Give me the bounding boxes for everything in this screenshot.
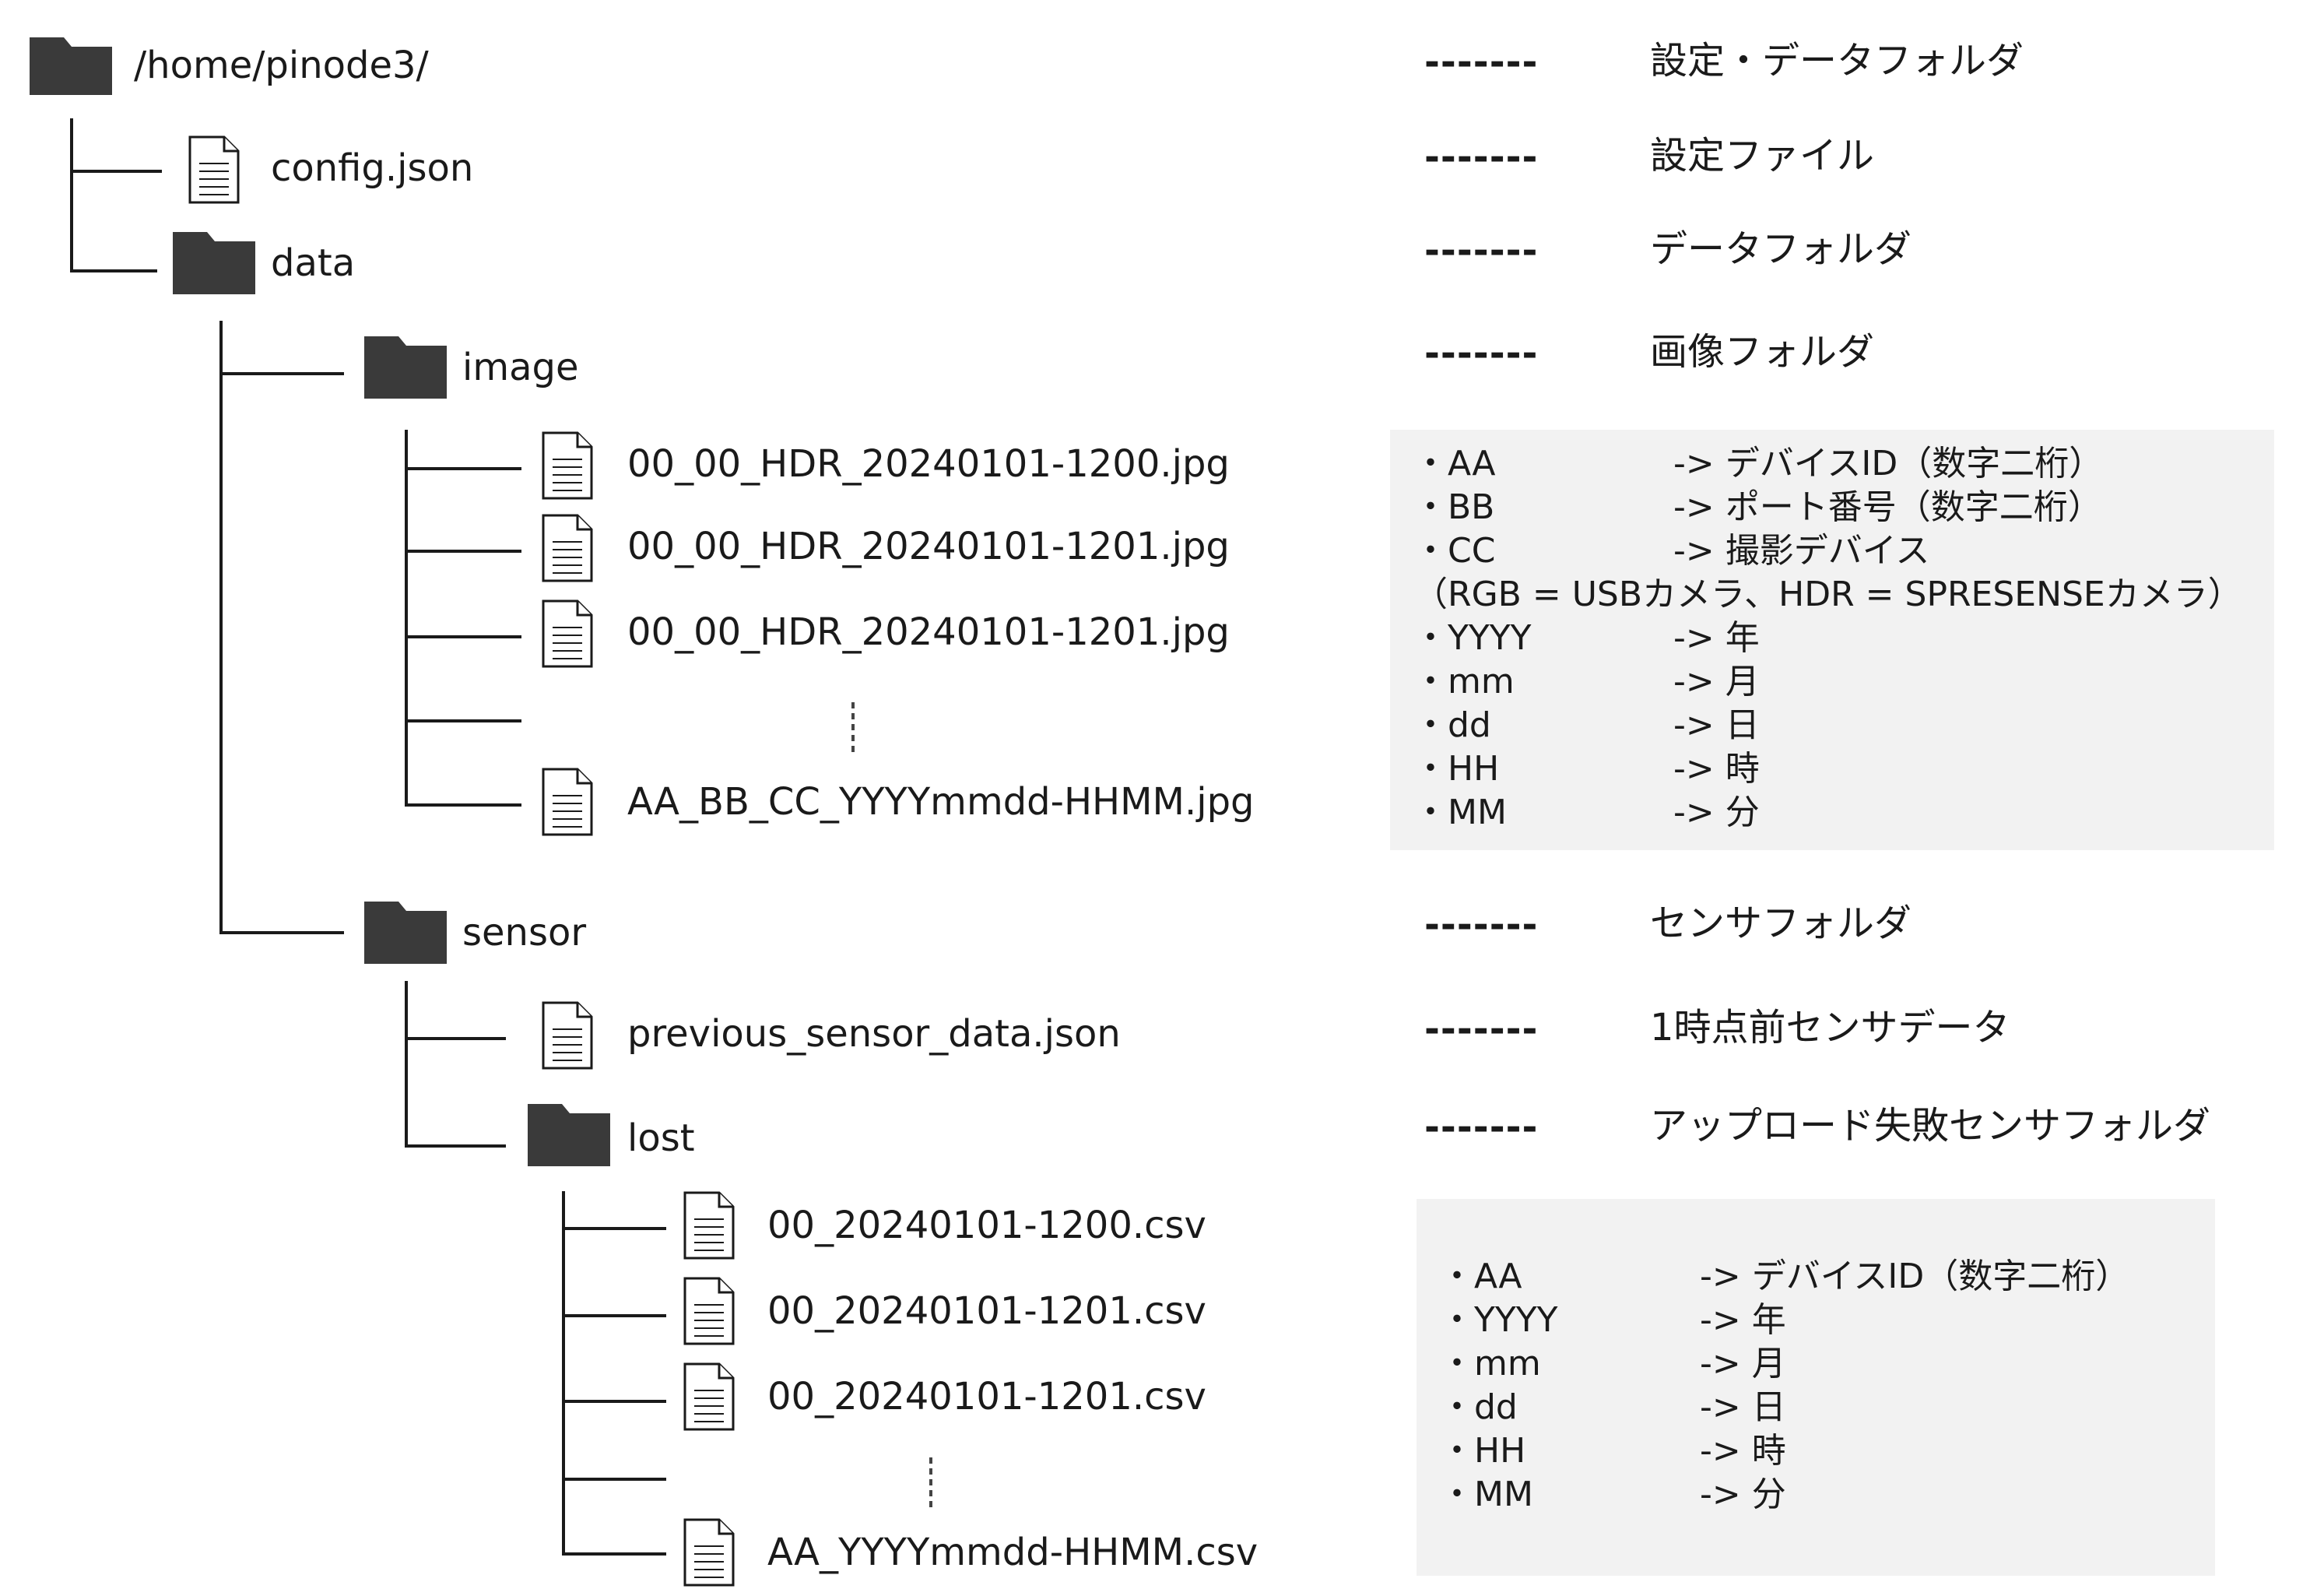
lost-filename-legend <box>1417 1199 2215 1576</box>
image-description: 画像フォルダ <box>1650 330 1875 374</box>
separator: ------- <box>1424 1007 1539 1051</box>
legend-value: -> 時 <box>1673 749 1760 789</box>
legend-key: ・AA <box>1413 444 1496 483</box>
image-filename-legend <box>1390 430 2274 850</box>
legend-value: -> 分 <box>1700 1475 1786 1514</box>
sensor-description: センサフォルダ <box>1650 902 1912 945</box>
connector-lost <box>562 1191 666 1556</box>
legend-note: （RGB = USBカメラ、HDR = SPRESENSEカメラ） <box>1413 575 2242 614</box>
file-icon <box>542 431 593 500</box>
legend-value: -> 時 <box>1700 1431 1786 1471</box>
legend-key: ・mm <box>1413 662 1515 701</box>
legend-key: ・HH <box>1440 1431 1526 1471</box>
lost-file-label: 00_20240101-1201.csv <box>767 1375 1206 1418</box>
legend-value: -> 日 <box>1673 705 1760 745</box>
legend-value: -> デバイスID（数字二桁） <box>1700 1257 2130 1296</box>
separator: ------- <box>1424 1106 1539 1149</box>
folder-icon <box>364 336 447 399</box>
image-file-label: 00_00_HDR_20240101-1201.jpg <box>627 610 1230 654</box>
legend-key: ・YYYY <box>1413 618 1532 658</box>
legend-key: ・HH <box>1413 749 1500 789</box>
separator: ------- <box>1424 40 1539 84</box>
legend-value: -> ポート番号（数字二桁） <box>1673 487 2102 527</box>
legend-key: ・dd <box>1413 705 1491 745</box>
root-description: 設定・データフォルダ <box>1650 39 2024 83</box>
legend-value: -> 日 <box>1700 1387 1786 1427</box>
legend-key: ・BB <box>1413 487 1495 527</box>
connector-image <box>405 430 521 807</box>
sensor-folder-label: sensor <box>462 911 587 954</box>
separator: ------- <box>1424 903 1539 947</box>
legend-key: ・AA <box>1440 1257 1522 1296</box>
file-icon <box>542 599 593 668</box>
legend-value: -> デバイスID（数字二桁） <box>1673 444 2104 483</box>
image-folder-label: image <box>462 346 579 389</box>
separator: ------- <box>1424 135 1539 179</box>
connector-sensor <box>405 981 506 1148</box>
file-icon <box>683 1191 735 1260</box>
lost-description: アップロード失敗センサフォルダ <box>1650 1104 2211 1148</box>
folder-icon <box>364 902 447 964</box>
connector-data <box>219 321 344 934</box>
lost-file-label: 00_20240101-1200.csv <box>767 1204 1206 1247</box>
legend-key: ・YYYY <box>1440 1300 1558 1340</box>
data-description: データフォルダ <box>1650 227 1912 271</box>
folder-icon <box>30 37 112 95</box>
file-icon <box>683 1277 735 1345</box>
connector-root <box>70 118 162 272</box>
separator: ------- <box>1424 229 1539 272</box>
file-icon <box>542 1001 593 1070</box>
legend-value: -> 年 <box>1700 1300 1786 1340</box>
legend-value: -> 撮影デバイス <box>1673 531 1930 571</box>
file-icon <box>542 768 593 836</box>
legend-key: ・mm <box>1440 1344 1541 1383</box>
previous-file-label: previous_sensor_data.json <box>627 1012 1121 1056</box>
data-folder-label: data <box>271 241 356 285</box>
legend-key: ・dd <box>1440 1387 1518 1427</box>
lost-file-pattern-label: AA_YYYYmmdd-HHMM.csv <box>767 1531 1259 1574</box>
image-file-pattern-label: AA_BB_CC_YYYYmmdd-HHMM.jpg <box>627 780 1255 824</box>
image-file-label: 00_00_HDR_20240101-1201.jpg <box>627 525 1230 568</box>
legend-value: -> 年 <box>1673 618 1760 658</box>
legend-value: -> 月 <box>1700 1344 1786 1383</box>
file-icon <box>683 1362 735 1431</box>
config-file-label: config.json <box>271 146 474 190</box>
legend-key: ・MM <box>1440 1475 1533 1514</box>
lost-file-label: 00_20240101-1201.csv <box>767 1289 1206 1333</box>
config-description: 設定ファイル <box>1650 134 1875 178</box>
file-icon <box>683 1518 735 1587</box>
separator: ------- <box>1424 332 1539 375</box>
lost-folder-label: lost <box>627 1116 695 1160</box>
root-folder-label: /home/pinode3/ <box>134 44 429 87</box>
file-icon <box>542 514 593 582</box>
folder-icon <box>528 1104 610 1166</box>
legend-value: -> 分 <box>1673 793 1760 832</box>
legend-key: ・CC <box>1413 531 1496 571</box>
previous-description: 1時点前センサデータ <box>1650 1006 2010 1049</box>
legend-key: ・MM <box>1413 793 1507 832</box>
image-file-label: 00_00_HDR_20240101-1200.jpg <box>627 442 1230 486</box>
file-icon <box>188 135 240 204</box>
folder-icon <box>173 232 255 294</box>
legend-value: -> 月 <box>1673 662 1760 701</box>
